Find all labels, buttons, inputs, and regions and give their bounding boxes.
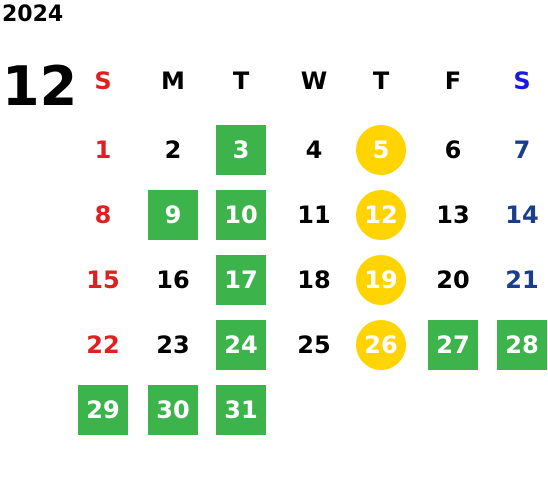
day-cell[interactable]: 9 xyxy=(148,190,198,240)
day-cell[interactable]: 3 xyxy=(216,125,266,175)
day-cell[interactable]: 31 xyxy=(216,385,266,435)
day-cell[interactable]: 13 xyxy=(436,201,470,229)
day-cell[interactable]: 16 xyxy=(156,266,190,294)
weekday-header-sun: S xyxy=(94,67,112,95)
day-cell[interactable]: 30 xyxy=(148,385,198,435)
day-cell[interactable]: 7 xyxy=(513,136,531,164)
weekday-header-thu: T xyxy=(372,67,390,95)
day-cell[interactable]: 10 xyxy=(216,190,266,240)
day-cell[interactable]: 14 xyxy=(505,201,539,229)
day-cell[interactable]: 1 xyxy=(94,136,112,164)
day-cell[interactable]: 27 xyxy=(428,320,478,370)
day-cell[interactable]: 25 xyxy=(297,331,331,359)
weekday-header-mon: M xyxy=(161,67,185,95)
month-number: 12 xyxy=(2,55,78,118)
day-cell[interactable]: 8 xyxy=(94,201,112,229)
weekday-header-tue: T xyxy=(232,67,250,95)
day-cell[interactable]: 19 xyxy=(356,255,406,305)
weekday-header-fri: F xyxy=(444,67,462,95)
day-cell[interactable]: 28 xyxy=(497,320,547,370)
day-cell[interactable]: 6 xyxy=(444,136,462,164)
weekday-header-wed: W xyxy=(300,67,328,95)
day-cell[interactable]: 20 xyxy=(436,266,470,294)
day-cell[interactable]: 24 xyxy=(216,320,266,370)
day-cell[interactable]: 29 xyxy=(78,385,128,435)
day-cell[interactable]: 11 xyxy=(297,201,331,229)
weekday-header-sat: S xyxy=(513,67,531,95)
day-cell[interactable]: 15 xyxy=(86,266,120,294)
day-cell[interactable]: 17 xyxy=(216,255,266,305)
day-cell[interactable]: 26 xyxy=(356,320,406,370)
day-cell[interactable]: 23 xyxy=(156,331,190,359)
day-cell[interactable]: 12 xyxy=(356,190,406,240)
day-cell[interactable]: 22 xyxy=(86,331,120,359)
day-cell[interactable]: 18 xyxy=(297,266,331,294)
day-cell[interactable]: 21 xyxy=(505,266,539,294)
day-cell[interactable]: 2 xyxy=(164,136,182,164)
day-cell[interactable]: 4 xyxy=(305,136,323,164)
year-label: 2024 xyxy=(2,2,64,27)
day-cell[interactable]: 5 xyxy=(356,125,406,175)
